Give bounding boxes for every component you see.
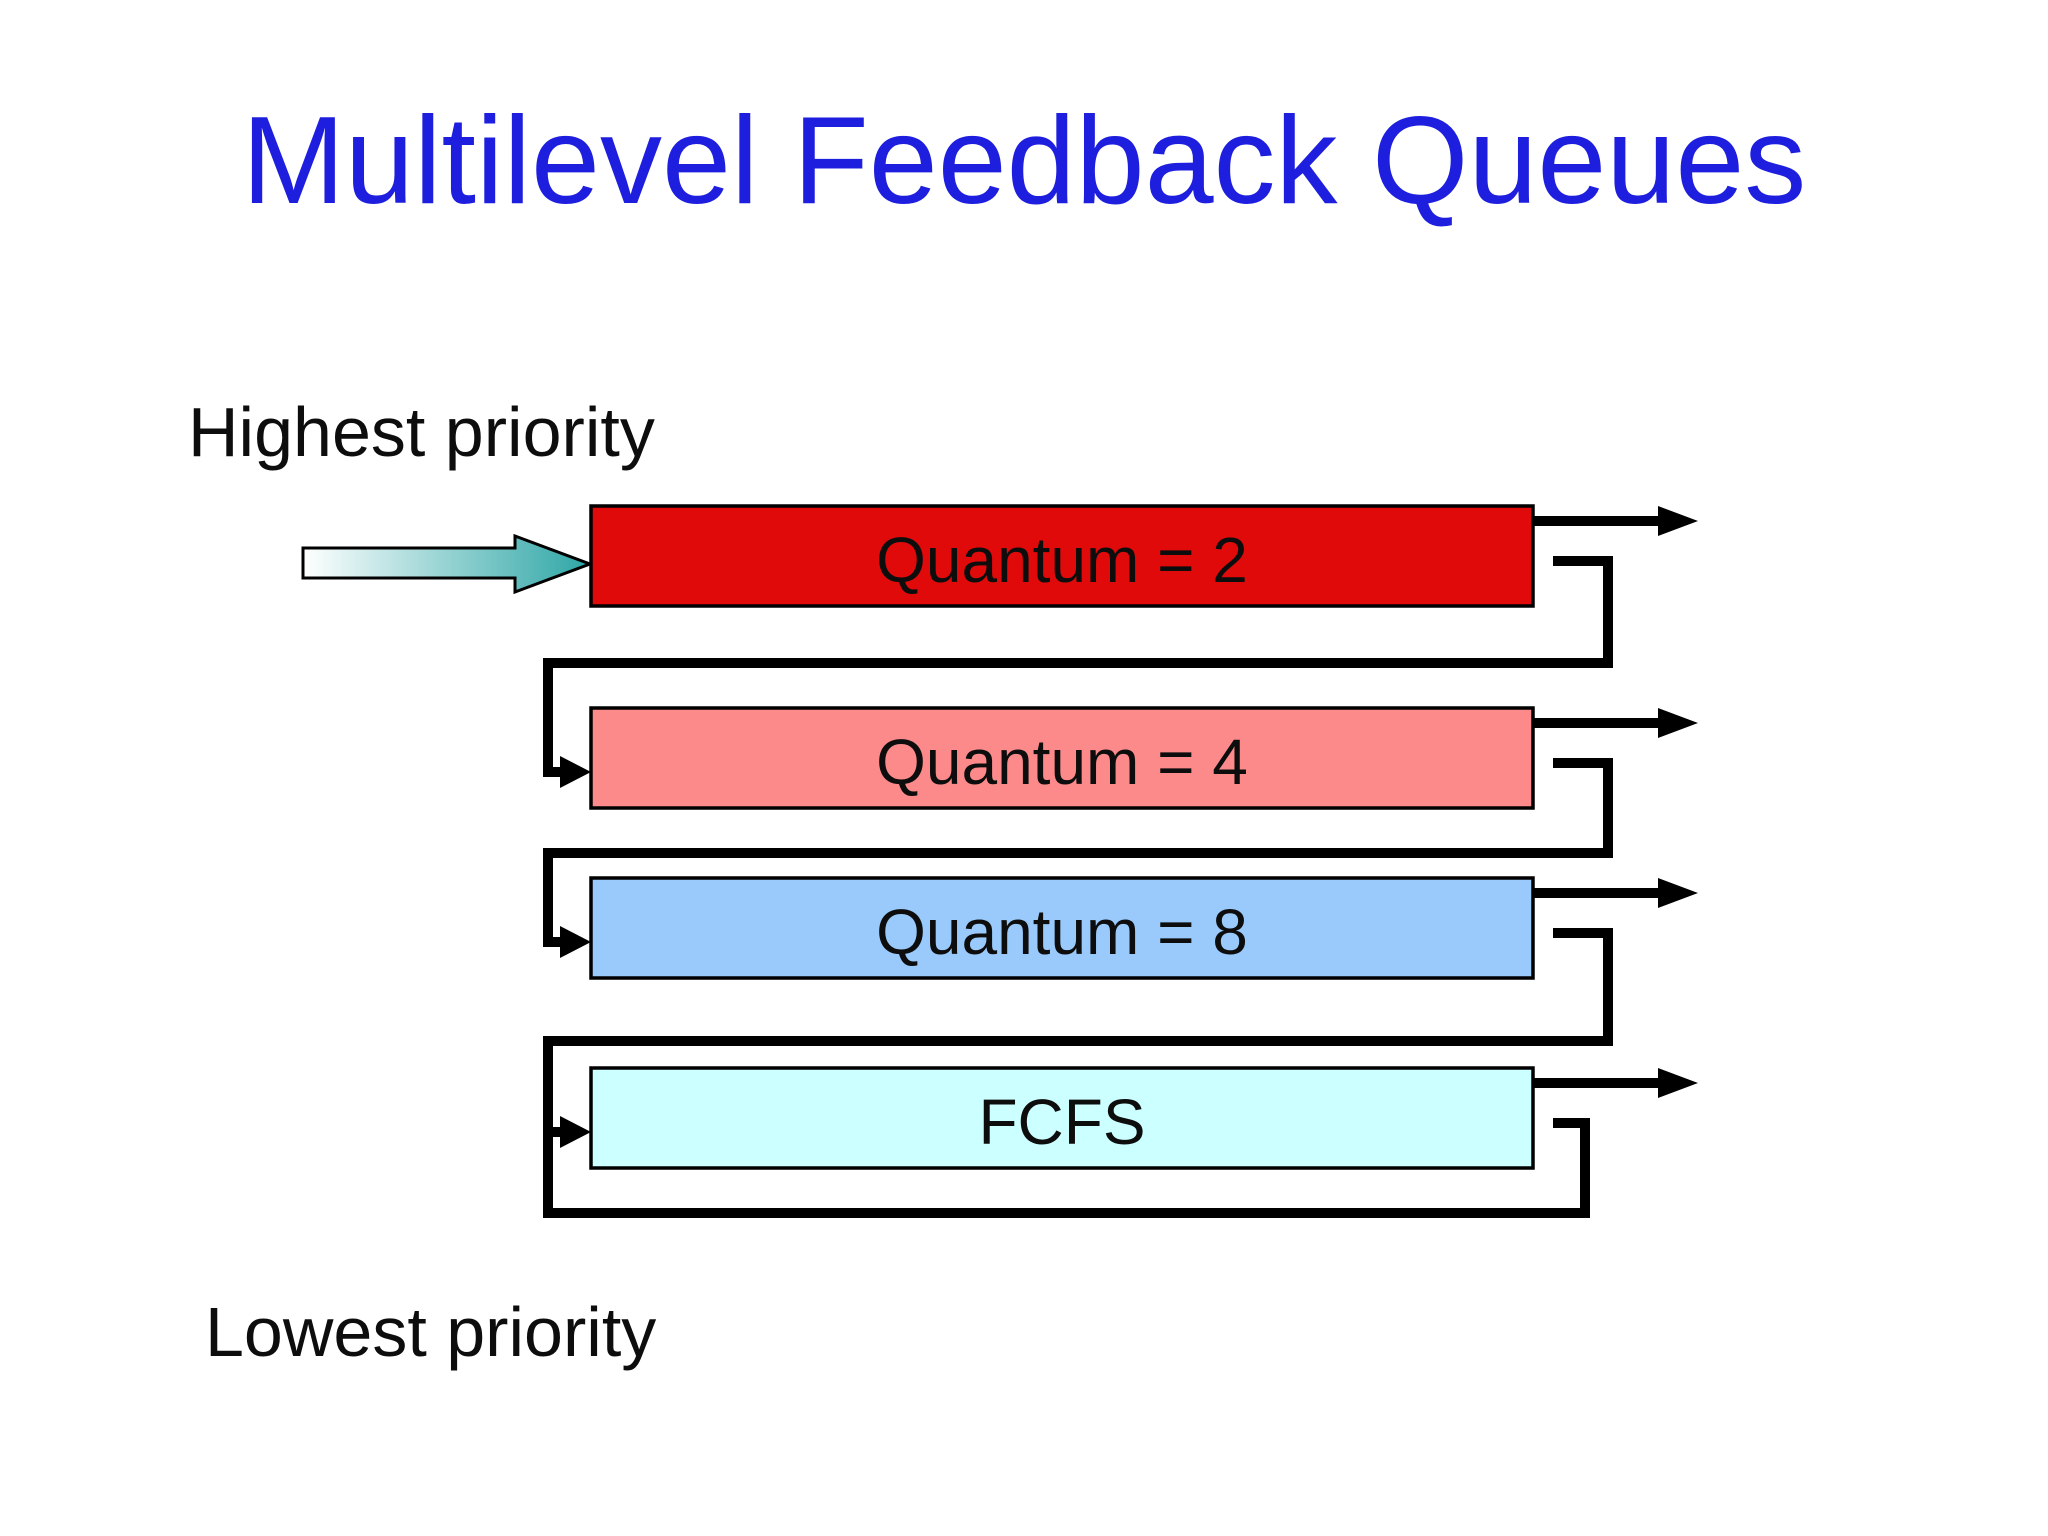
entry-arrowhead-fcfs-icon (560, 1116, 591, 1148)
lowest-priority-label: Lowest priority (205, 1293, 657, 1371)
feedback-connectors (543, 516, 1658, 1218)
feedback-connector-q2-to-q4 (543, 556, 1613, 777)
queue-box-quantum-4 (589, 706, 1535, 810)
queue-box-quantum-8 (589, 876, 1535, 980)
feedback-connector-q4-to-q8 (543, 758, 1613, 947)
page-title: Multilevel Feedback Queues (241, 92, 1807, 230)
arrowheads (560, 506, 1698, 1148)
queue-label-quantum-8: Quantum = 8 (876, 896, 1248, 968)
queue-label-quantum-2: Quantum = 2 (876, 524, 1248, 596)
entry-arrow-icon (301, 533, 595, 595)
exit-arrowhead-q2-icon (1658, 506, 1698, 536)
exit-arrowhead-q8-icon (1658, 878, 1698, 908)
entry-arrowhead-q8-icon (560, 926, 591, 958)
queue-label-fcfs: FCFS (978, 1086, 1145, 1158)
highest-priority-label: Highest priority (188, 393, 655, 471)
queue-box-fcfs (589, 1066, 1535, 1170)
queue-box-quantum-2 (589, 504, 1535, 608)
exit-arrowhead-fcfs-icon (1658, 1068, 1698, 1098)
entry-arrowhead-q4-icon (560, 756, 591, 788)
fcfs-self-loop (543, 1118, 1590, 1218)
exit-arrowhead-q4-icon (1658, 708, 1698, 738)
queue-label-quantum-4: Quantum = 4 (876, 726, 1248, 798)
queue-boxes (589, 504, 1535, 1170)
